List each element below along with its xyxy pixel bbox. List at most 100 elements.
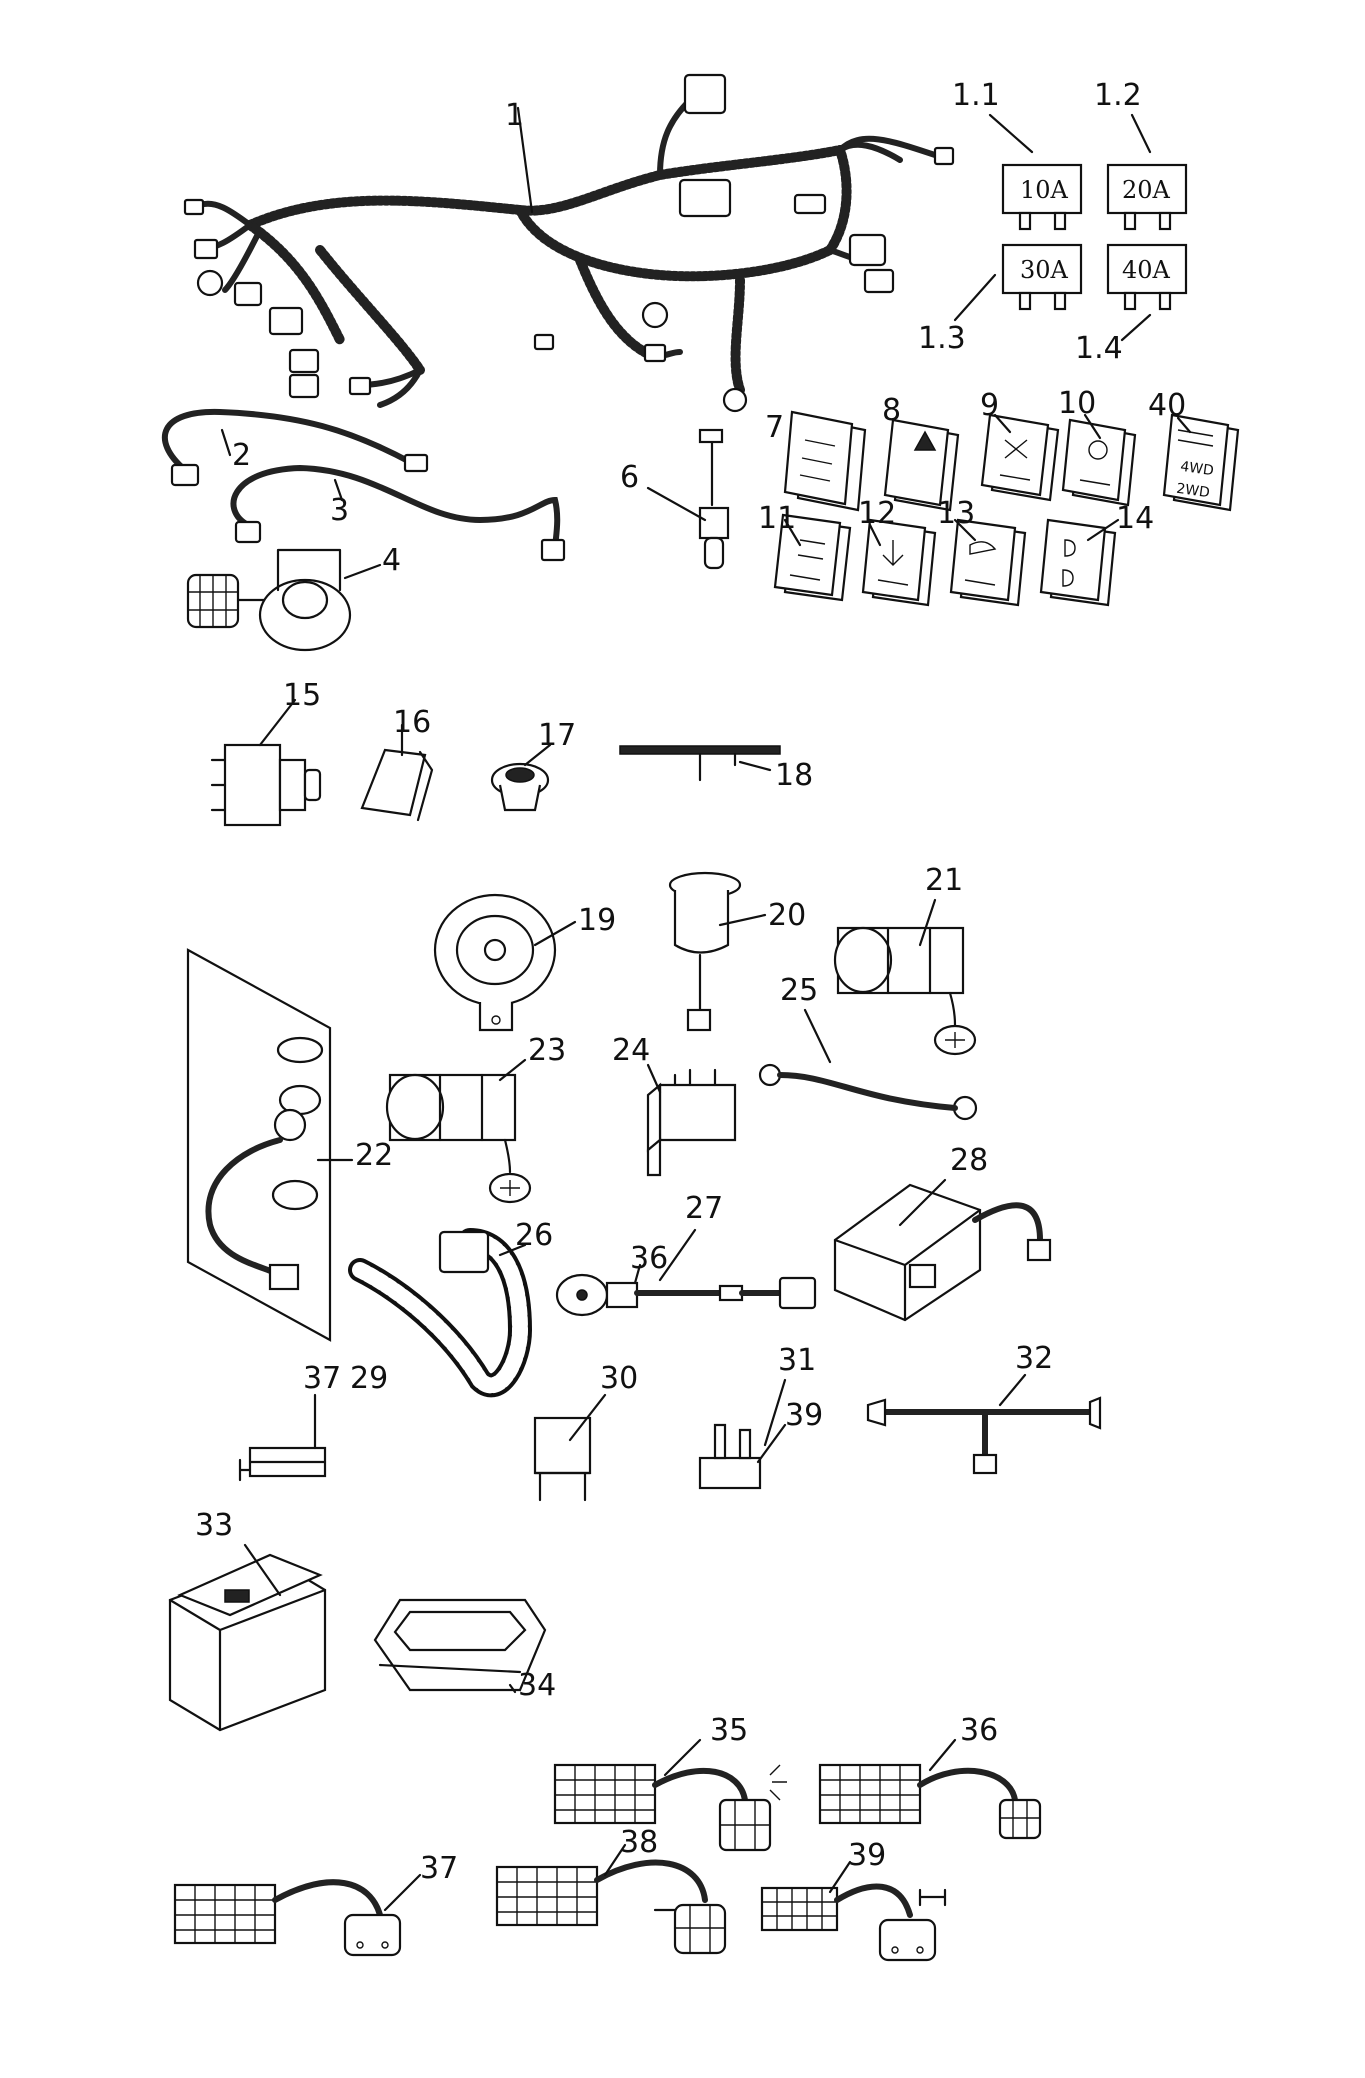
callout-39a: 39 xyxy=(785,1398,823,1433)
main-wiring-harness xyxy=(183,73,955,413)
callout-27: 27 xyxy=(685,1191,723,1226)
part-26-belt xyxy=(348,1228,533,1398)
leader-line-6 xyxy=(646,486,707,522)
fuse-10a-label: 10A xyxy=(1020,176,1069,204)
part-32-harness xyxy=(866,1396,1102,1475)
leader-line-2 xyxy=(220,428,232,457)
leader-line-14 xyxy=(1086,518,1120,542)
leader-line-31 xyxy=(763,1378,787,1447)
leader-line-24 xyxy=(646,1063,662,1094)
part-31-39-flasher xyxy=(698,1423,762,1490)
leader-line-36b xyxy=(928,1738,957,1772)
callout-33: 33 xyxy=(195,1508,233,1543)
switch-14 xyxy=(1039,518,1117,607)
leader-line-23 xyxy=(498,1058,527,1082)
switch-40-4wd: 4WD xyxy=(1179,459,1214,480)
callout-35: 35 xyxy=(710,1713,748,1748)
leader-line-1-4 xyxy=(1120,313,1152,342)
callout-6: 6 xyxy=(620,460,639,495)
fuse-40a-label: 40A xyxy=(1122,256,1171,284)
callout-1-2: 1.2 xyxy=(1094,78,1142,113)
leader-line-13 xyxy=(953,518,977,542)
part-4-connector xyxy=(186,548,352,652)
callout-37b: 37 xyxy=(420,1851,458,1886)
callout-25: 25 xyxy=(780,973,818,1008)
leader-line-37b xyxy=(383,1873,422,1912)
fuse-40a: 40A xyxy=(1106,243,1188,311)
part-20-socket xyxy=(668,871,742,1032)
callout-32: 32 xyxy=(1015,1341,1053,1376)
part-38-lamp-harness xyxy=(495,1859,727,1955)
callout-31: 31 xyxy=(778,1343,816,1378)
switch-9 xyxy=(980,413,1060,502)
callout-21: 21 xyxy=(925,863,963,898)
leader-line-1-1 xyxy=(988,113,1034,154)
callout-29: 29 xyxy=(350,1361,388,1396)
callout-17: 17 xyxy=(538,718,576,753)
callout-3: 3 xyxy=(330,493,349,528)
part-30-relay xyxy=(533,1416,592,1502)
callout-18: 18 xyxy=(775,758,813,793)
leader-line-30 xyxy=(568,1393,607,1442)
leader-line-21 xyxy=(918,898,937,947)
sub-harness-2 xyxy=(162,408,429,487)
part-21-lamp xyxy=(833,926,977,1056)
callout-1: 1 xyxy=(505,98,524,133)
part-16 xyxy=(360,748,434,822)
part-35-lamp-harness xyxy=(553,1763,787,1852)
switch-8 xyxy=(883,418,960,512)
fuse-30a: 30A xyxy=(1001,243,1083,311)
part-25-ground-wire xyxy=(758,1063,978,1121)
callout-39b: 39 xyxy=(848,1838,886,1873)
callout-40: 40 xyxy=(1148,388,1186,423)
callout-4: 4 xyxy=(382,543,401,578)
leader-line-11 xyxy=(783,518,802,547)
part-36-lamp-harness xyxy=(818,1763,1042,1840)
callout-12: 12 xyxy=(858,496,896,531)
part-15-ignition-switch xyxy=(210,743,322,827)
leader-line-1-2 xyxy=(1130,113,1152,154)
part-39-lamp-harness xyxy=(760,1883,947,1962)
leader-line-17 xyxy=(523,743,552,767)
callout-28: 28 xyxy=(950,1143,988,1178)
callout-38: 38 xyxy=(620,1825,658,1860)
callout-9: 9 xyxy=(980,388,999,423)
part-6-sensor xyxy=(698,428,730,570)
callout-2: 2 xyxy=(232,438,251,473)
leader-line-28 xyxy=(898,1178,947,1227)
fuse-30a-label: 30A xyxy=(1020,256,1069,284)
callout-36b: 36 xyxy=(960,1713,998,1748)
leader-line-27 xyxy=(658,1228,697,1282)
leader-line-9 xyxy=(993,413,1012,434)
callout-11: 11 xyxy=(758,501,796,536)
leader-line-3 xyxy=(333,478,344,502)
part-33-battery xyxy=(168,1553,327,1732)
leader-line-12 xyxy=(868,523,882,547)
part-34-instrument xyxy=(373,1598,547,1692)
leader-line-19 xyxy=(533,920,577,947)
switch-10 xyxy=(1061,418,1137,507)
leader-line-10 xyxy=(1083,413,1102,440)
callout-24: 24 xyxy=(612,1033,650,1068)
part-27-sensor-cable xyxy=(555,1273,817,1317)
leader-line-33 xyxy=(243,1543,282,1597)
part-24-relay xyxy=(646,1068,737,1177)
leader-line-40 xyxy=(1176,416,1192,434)
callout-16: 16 xyxy=(393,705,431,740)
leader-line-15 xyxy=(258,698,297,747)
switch-11 xyxy=(773,513,852,602)
part-22-panel xyxy=(186,948,332,1342)
leader-line-39b xyxy=(828,1860,852,1894)
callout-10: 10 xyxy=(1058,386,1096,421)
part-18-strip xyxy=(619,745,781,782)
sub-harness-3 xyxy=(230,464,566,562)
callout-13: 13 xyxy=(937,496,975,531)
part-37-lamp-harness xyxy=(173,1879,402,1957)
callout-15: 15 xyxy=(283,678,321,713)
callout-20: 20 xyxy=(768,898,806,933)
part-23-lamp xyxy=(385,1073,532,1204)
switch-7 xyxy=(783,410,867,512)
callout-30: 30 xyxy=(600,1361,638,1396)
switch-40-2wd: 2WD xyxy=(1175,481,1210,502)
